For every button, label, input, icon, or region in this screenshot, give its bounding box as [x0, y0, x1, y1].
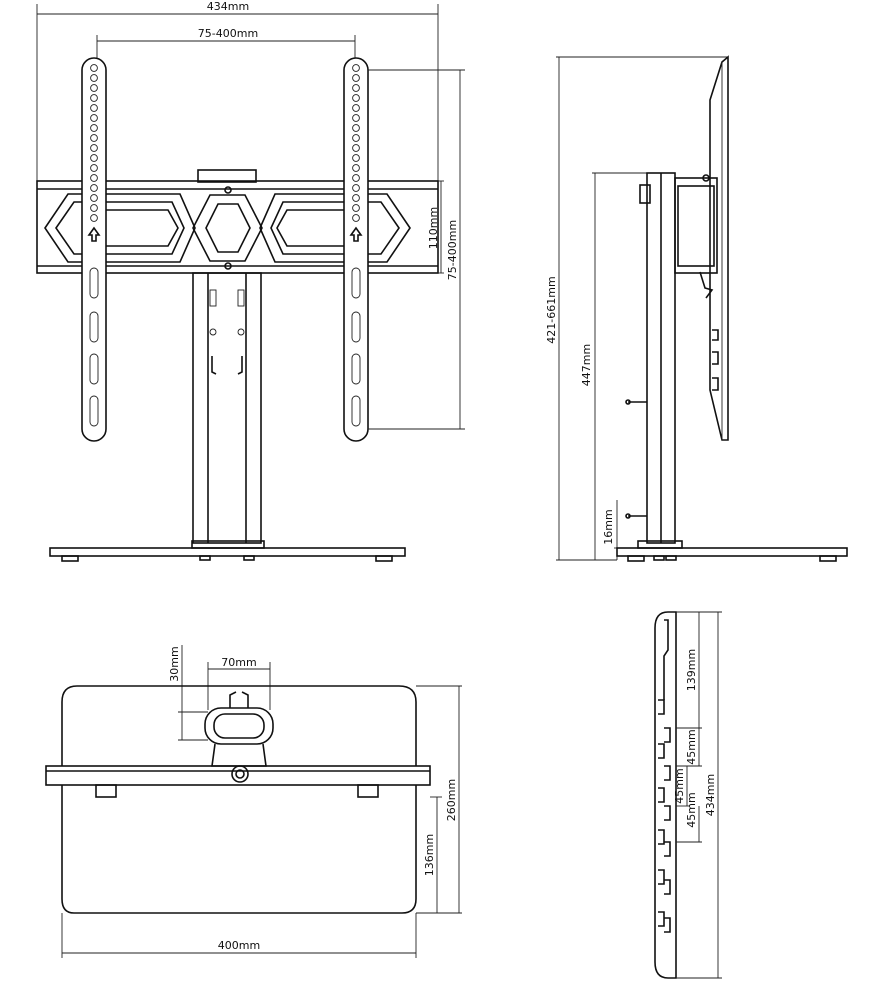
vesa-arm-profile	[654, 611, 677, 979]
dim-rear-step-c: 45mm	[685, 792, 698, 827]
dim-top-clamp-offset: 30mm	[168, 646, 181, 681]
dim-front-overall-width: 434mm	[207, 0, 249, 13]
glass-base-side	[616, 547, 848, 557]
vesa-arm-right	[343, 57, 369, 442]
glass-base-front	[49, 547, 406, 557]
dim-side-column-height: 447mm	[580, 344, 593, 386]
side-view: 421-661mm 447mm 16mm	[545, 55, 848, 562]
dim-rear-top-offset: 139mm	[685, 649, 698, 691]
dim-front-vesa-width: 75-400mm	[198, 27, 258, 40]
arm-holes-right	[351, 64, 361, 427]
arm-holes-left	[89, 64, 99, 427]
front-view: 434mm 75-400mm	[36, 0, 465, 562]
tv-plate-side	[709, 55, 729, 441]
dim-front-vesa-height: 75-400mm	[446, 220, 459, 280]
rear-view: 434mm 139mm 45mm 45mm 45mm	[654, 611, 722, 979]
dim-top-depth: 260mm	[445, 779, 458, 821]
dim-rear-step-b: 45mm	[673, 768, 686, 803]
top-view: 70mm 30mm 260mm 136mm 400mm	[45, 645, 462, 958]
column-clamp-top	[204, 707, 274, 745]
dim-top-rear-depth: 136mm	[423, 834, 436, 876]
dim-front-bracket-height: 110mm	[427, 207, 440, 249]
dim-top-clamp-width: 70mm	[221, 656, 256, 669]
dim-side-base-height: 16mm	[602, 509, 615, 544]
dim-rear-total: 434mm	[704, 774, 717, 816]
dim-side-height-range: 421-661mm	[545, 276, 558, 343]
dim-rear-step-a: 45mm	[685, 729, 698, 764]
column	[192, 272, 262, 544]
glass-base-top	[61, 685, 417, 914]
vesa-arm-left	[81, 57, 107, 442]
dim-top-base-width: 400mm	[218, 939, 260, 952]
